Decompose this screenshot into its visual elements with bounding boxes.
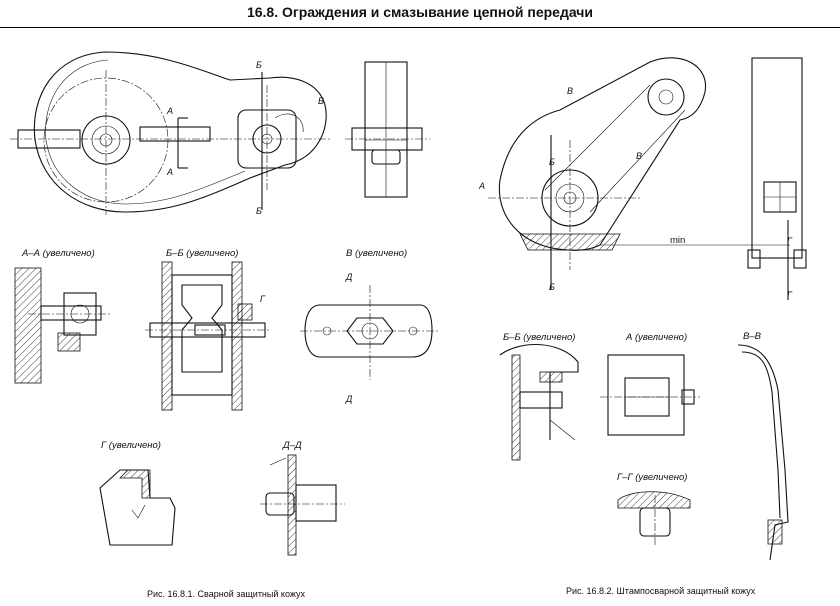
fig2-section-vv: [737, 344, 789, 561]
fig2-mark-v-top: В: [567, 86, 574, 96]
fig1-mark-a-top: А: [167, 106, 174, 116]
fig1-caption: Рис. 16.8.1. Сварной защитный кожух: [147, 589, 305, 599]
fig2-mark-a: А: [479, 181, 486, 191]
fig1-mark-g: Г: [260, 294, 265, 304]
fig1-mark-d-top: Д: [346, 272, 353, 282]
fig2-min-label: min: [670, 235, 686, 246]
fig2-section-bb: [499, 344, 579, 461]
fig1-label-g: Г (увеличено): [101, 440, 161, 451]
fig1-label-v: В (увеличено): [346, 248, 408, 259]
fig1-view-v: [300, 285, 440, 380]
fig2-section-gg: [617, 491, 691, 545]
fig1-section-aa: [14, 267, 110, 384]
fig1-mark-d-bottom: Д: [346, 394, 353, 404]
fig1-guard-front-view: [10, 51, 330, 215]
fig2-guard-front-view: [488, 57, 790, 290]
fig2-mark-b-top: Б: [549, 157, 555, 167]
fig2-label-bb: Б–Б (увеличено): [503, 332, 576, 343]
fig2-mark-b-bottom: Б: [549, 282, 555, 292]
fig2-view-a: [600, 354, 700, 436]
fig1-view-g: [99, 469, 176, 546]
fig2-mark-g-bottom: Г: [787, 290, 792, 300]
fig2-caption: Рис. 16.8.2. Штампосварной защитный кожу…: [566, 586, 756, 596]
fig1-guard-side-view: [345, 61, 430, 198]
fig1-mark-a-bottom: А: [167, 167, 174, 177]
fig1-section-dd: [260, 454, 345, 556]
fig2-label-a: А (увеличено): [626, 332, 688, 343]
fig1-mark-b-bottom: Б: [256, 206, 262, 216]
fig2-label-vv: В–В: [743, 331, 761, 342]
fig2-mark-v-bottom: В: [636, 151, 643, 161]
fig2-guard-side-view: [747, 57, 807, 300]
fig2-label-gg: Г–Г (увеличено): [617, 472, 688, 483]
title-divider: [0, 27, 840, 28]
fig1-label-aa: А–А (увеличено): [22, 248, 95, 259]
fig2-mark-g-top: Г: [787, 236, 792, 246]
fig1-mark-b-top: Б: [256, 60, 262, 70]
fig1-mark-v: В: [318, 96, 325, 106]
fig1-label-dd: Д–Д: [283, 440, 302, 451]
page-title: 16.8. Ограждения и смазывание цепной пер…: [246, 4, 594, 20]
fig1-section-bb: [145, 261, 270, 411]
fig1-label-bb: Б–Б (увеличено): [166, 248, 239, 259]
